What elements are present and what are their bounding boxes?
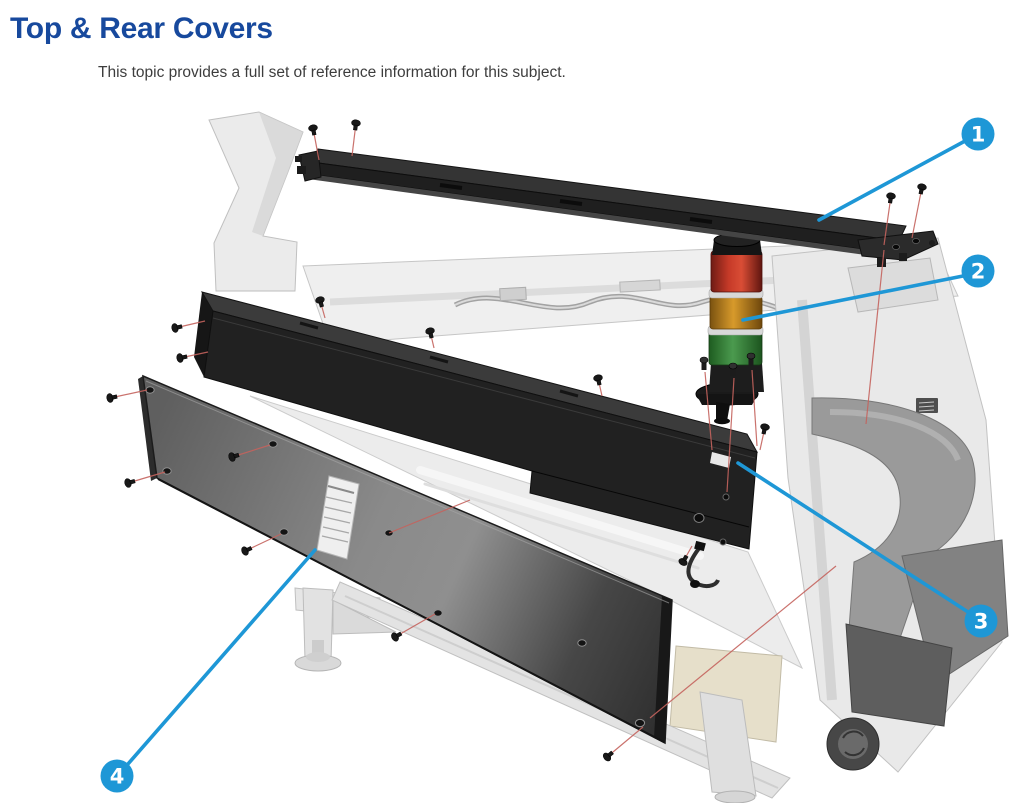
screw bbox=[106, 393, 118, 403]
beacon-green-light bbox=[708, 330, 763, 366]
screw bbox=[593, 374, 603, 386]
leveling-foot bbox=[714, 790, 756, 803]
screw bbox=[315, 296, 325, 308]
screw bbox=[391, 631, 403, 642]
right-chassis bbox=[771, 237, 1009, 773]
mid-chassis bbox=[249, 395, 804, 743]
callout-1-number: 1 bbox=[971, 123, 986, 147]
machinery-block bbox=[845, 623, 953, 727]
cover-left-bracket bbox=[295, 150, 322, 182]
callout-2: 2 bbox=[961, 254, 995, 288]
page-title: Top & Rear Covers bbox=[10, 12, 273, 45]
leader-line-4 bbox=[126, 548, 317, 766]
rear-beam-part3 bbox=[194, 291, 759, 589]
screw bbox=[124, 478, 136, 488]
beacon-amber-light bbox=[709, 295, 763, 330]
screw bbox=[425, 327, 435, 339]
screw bbox=[241, 546, 253, 556]
serial-label bbox=[316, 475, 360, 560]
screw bbox=[228, 452, 240, 462]
callout-4-number: 4 bbox=[110, 765, 125, 789]
printer-chassis bbox=[208, 111, 1009, 803]
screw bbox=[176, 353, 188, 363]
leader-line-1 bbox=[817, 139, 967, 222]
screw bbox=[760, 423, 770, 435]
screw bbox=[171, 323, 183, 333]
leader-line-2 bbox=[741, 274, 965, 322]
leader-line-3 bbox=[736, 461, 970, 614]
callout-1: 1 bbox=[961, 117, 995, 151]
fan bbox=[826, 717, 880, 771]
beam-end-bracket bbox=[693, 452, 731, 546]
loose-screws bbox=[106, 119, 927, 762]
status-beacon-part2 bbox=[695, 233, 764, 425]
screw bbox=[886, 192, 896, 204]
beam-cable bbox=[686, 540, 720, 589]
callout-leader-lines bbox=[126, 139, 970, 766]
screw bbox=[678, 554, 689, 566]
screw bbox=[602, 750, 614, 762]
top-cover-part1 bbox=[295, 148, 939, 267]
printer-legs bbox=[294, 581, 791, 803]
callout-3: 3 bbox=[964, 604, 998, 638]
screw bbox=[351, 119, 361, 131]
callout-2-number: 2 bbox=[971, 260, 986, 284]
callout-3-number: 3 bbox=[974, 610, 989, 634]
page-subtitle: This topic provides a full set of refere… bbox=[98, 64, 566, 81]
screw bbox=[917, 183, 927, 195]
left-tower bbox=[208, 111, 304, 292]
screw bbox=[308, 124, 318, 136]
cover-right-bracket bbox=[857, 230, 939, 267]
rear-panel-part4 bbox=[138, 374, 673, 745]
callout-4: 4 bbox=[100, 759, 134, 793]
beacon-red-light bbox=[710, 250, 763, 293]
beacon-thumbscrews bbox=[699, 352, 756, 376]
